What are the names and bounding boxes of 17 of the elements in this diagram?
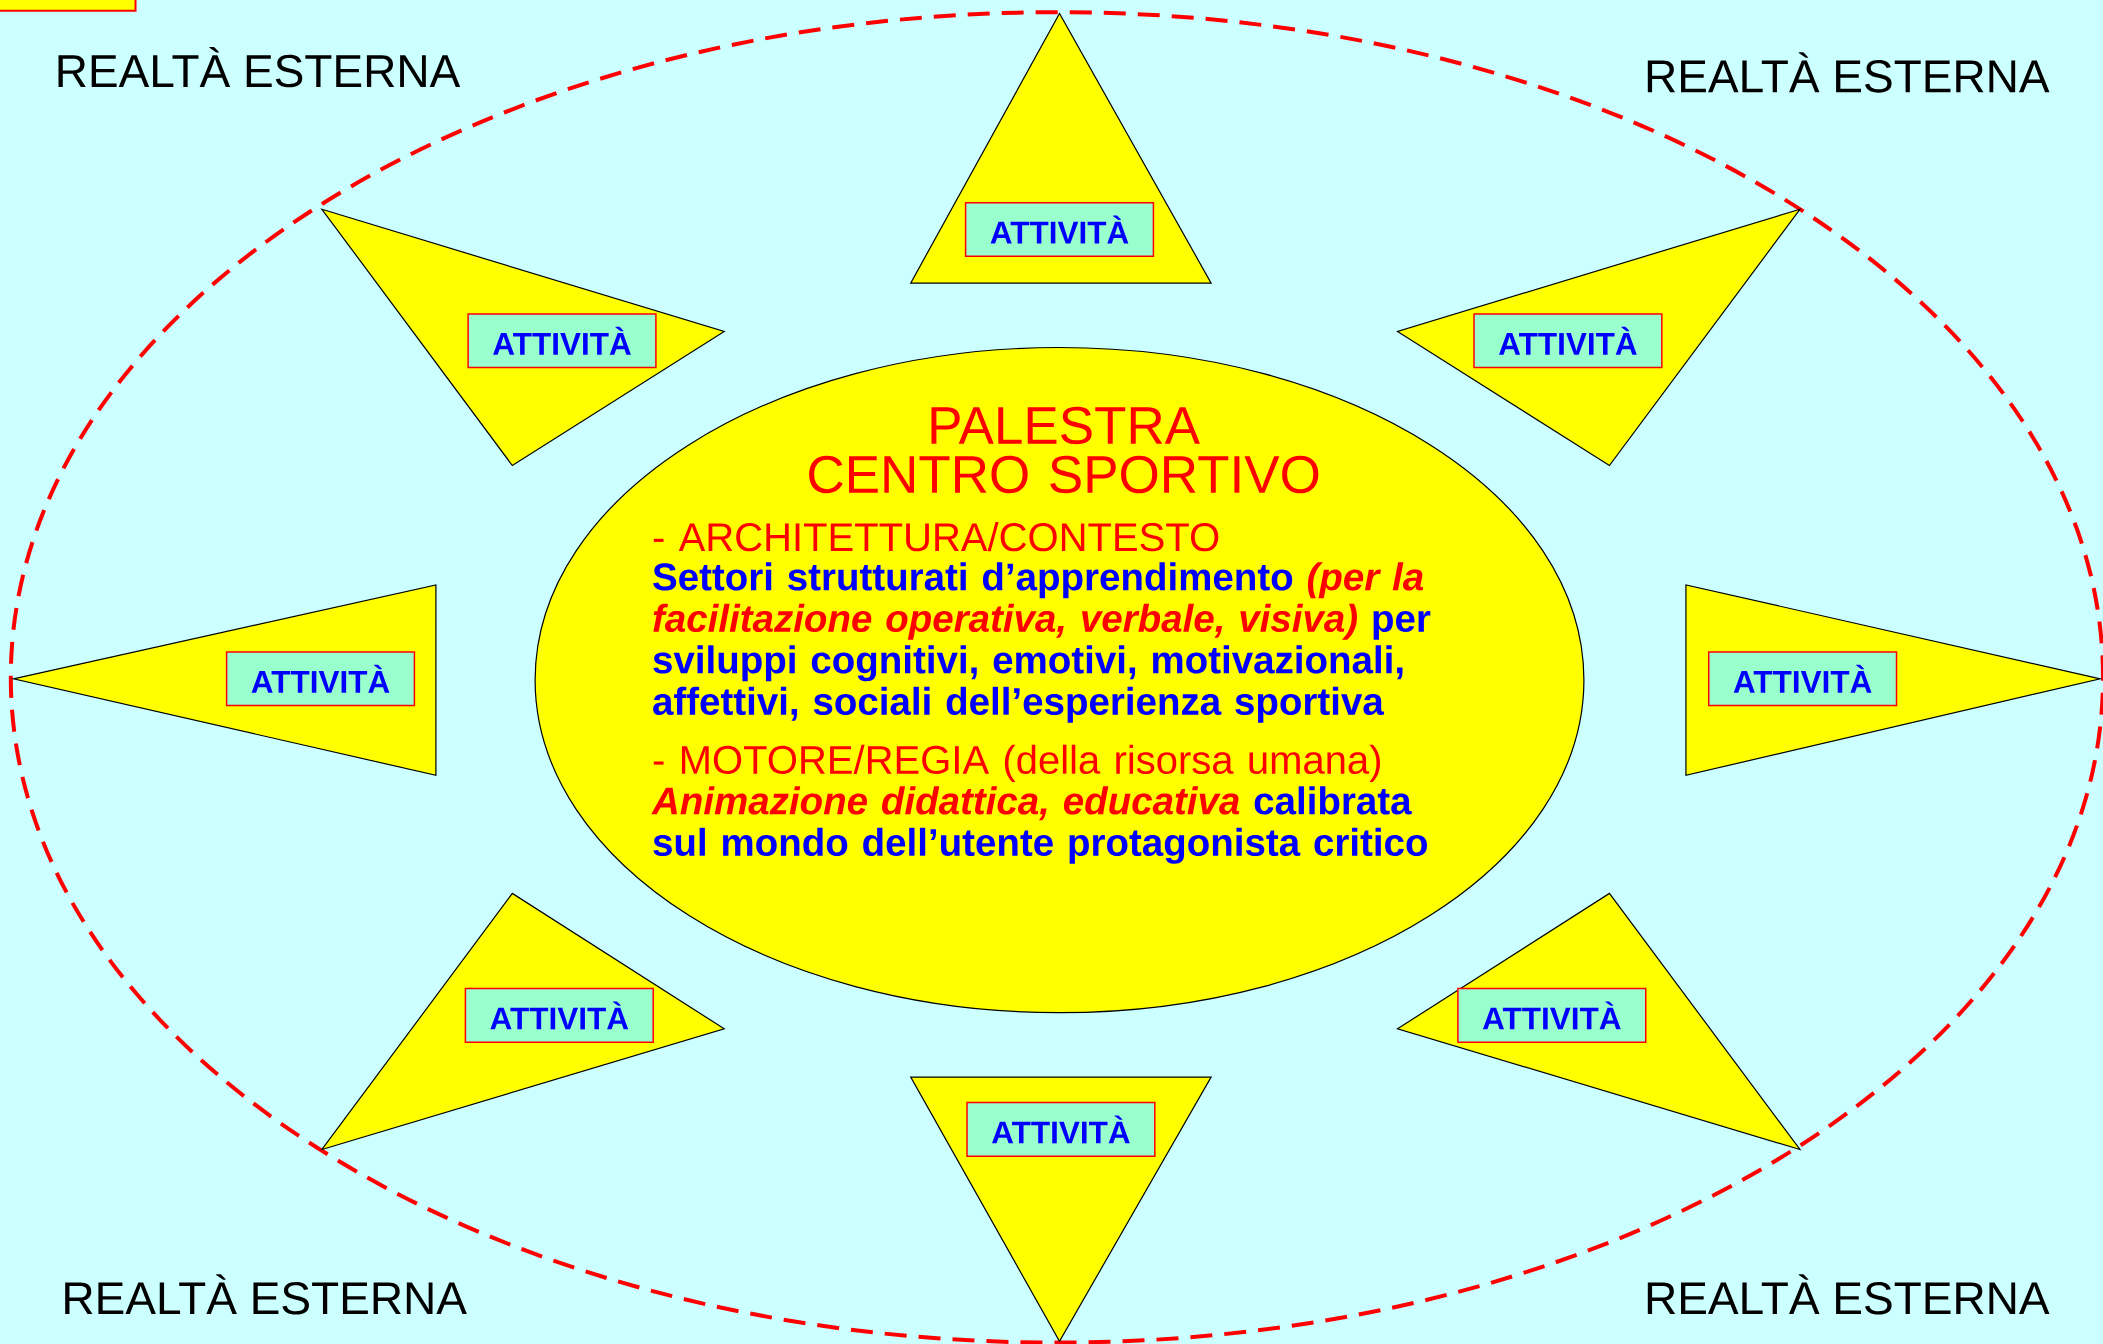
- activity-box: ATTIVITÀ: [1473, 313, 1663, 369]
- body-text: Animazione didattica, educativa calibrata sul mondo dell’utente protagonista critico: [651, 786, 1427, 864]
- region-label: REALTÀ ESTERNA: [58, 47, 461, 88]
- body-text: Settori strutturati d’apprendimento (per la facilitazione operativa, verbale, visiva) per sviluppi cognitivi, emotivi, motivazionali, affettivi, sociali dell’esperienza sportiva: [653, 562, 1431, 723]
- activity-box: ATTIVITÀ: [225, 651, 416, 707]
- activity-box: ATTIVITÀ: [467, 313, 657, 369]
- region-label: REALTÀ ESTERNA: [65, 1274, 467, 1315]
- region-label: REALTÀ ESTERNA: [1647, 52, 2050, 93]
- activity-box: ATTIVITÀ: [1457, 987, 1647, 1043]
- activity-box: ATTIVITÀ: [1707, 651, 1898, 707]
- activity-box: ATTIVITÀ: [964, 201, 1155, 258]
- activity-box: ATTIVITÀ: [966, 1101, 1156, 1157]
- section-heading: - MOTORE/REGIA (della risorsa umana): [653, 744, 1380, 782]
- title-text: PALESTRA CENTRO SPORTIVO: [809, 406, 1319, 494]
- section-heading: - ARCHITETTURA/CONTESTO: [653, 522, 1219, 552]
- region-label: REALTÀ ESTERNA: [1647, 1274, 2050, 1315]
- activity-box: ATTIVITÀ: [464, 987, 654, 1043]
